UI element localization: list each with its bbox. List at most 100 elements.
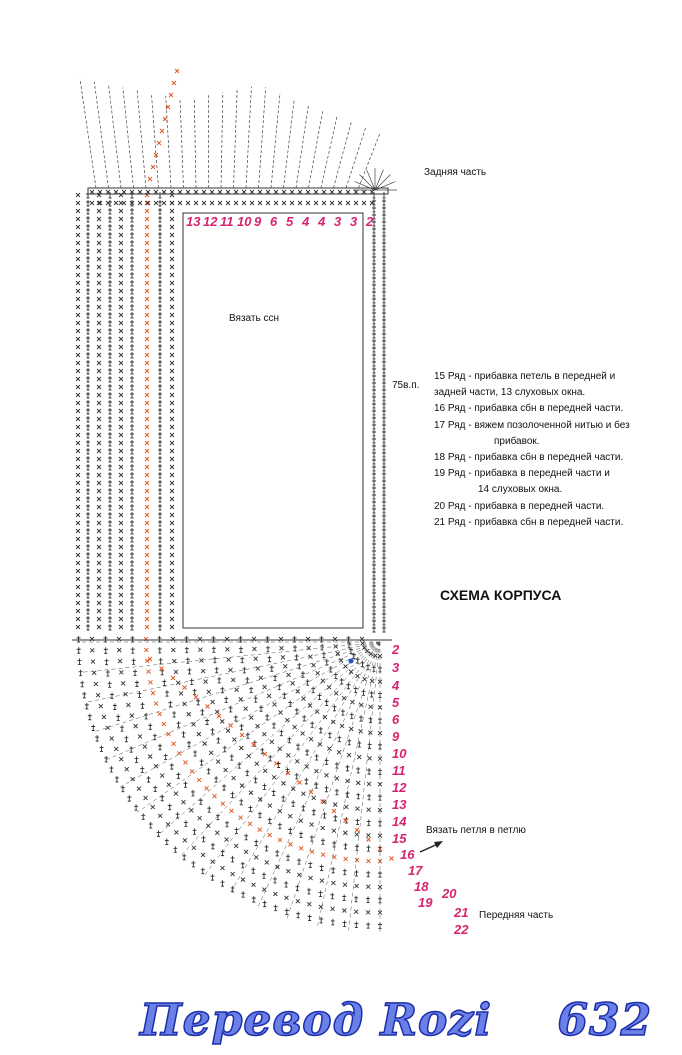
dc-stitch-mark bbox=[103, 647, 108, 654]
dc-stitch-mark bbox=[210, 727, 215, 735]
dc-stitch-mark bbox=[158, 536, 162, 543]
dc-stitch-mark bbox=[99, 745, 104, 753]
sc-stitch-mark bbox=[173, 791, 179, 796]
sc-stitch-mark bbox=[183, 760, 188, 765]
sc-stitch-mark bbox=[204, 785, 209, 791]
sc-stitch-mark bbox=[366, 807, 372, 812]
sc-stitch-mark bbox=[265, 189, 271, 195]
sc-stitch-mark bbox=[289, 200, 295, 206]
dc-stitch-mark bbox=[130, 232, 134, 239]
sc-stitch-mark bbox=[367, 755, 372, 761]
sc-stitch-mark bbox=[144, 464, 150, 470]
top-row-number: 6 bbox=[270, 214, 278, 229]
dc-stitch-mark bbox=[382, 304, 386, 311]
sc-stitch-mark bbox=[118, 248, 124, 254]
sc-stitch-mark bbox=[118, 600, 124, 606]
dc-stitch-mark bbox=[187, 740, 192, 748]
dc-stitch-mark bbox=[158, 576, 162, 583]
dc-stitch-mark bbox=[382, 563, 386, 570]
dc-stitch-mark bbox=[382, 423, 386, 430]
sc-stitch-mark bbox=[345, 189, 351, 195]
dc-stitch-mark bbox=[86, 232, 90, 239]
sc-stitch-mark bbox=[96, 264, 102, 270]
top-fan-row bbox=[345, 127, 367, 189]
sc-stitch-mark bbox=[169, 200, 175, 206]
dc-stitch-mark bbox=[238, 636, 243, 643]
dc-stitch-mark bbox=[215, 813, 220, 821]
dc-stitch-mark bbox=[120, 785, 125, 793]
sc-stitch-mark bbox=[193, 694, 199, 700]
dc-stitch-mark bbox=[108, 224, 112, 231]
sc-stitch-mark bbox=[144, 208, 150, 214]
dc-stitch-mark bbox=[140, 766, 145, 773]
sc-stitch-mark bbox=[96, 232, 102, 238]
sc-stitch-mark bbox=[147, 656, 153, 662]
sc-stitch-mark bbox=[75, 272, 81, 278]
sc-stitch-mark bbox=[118, 336, 124, 342]
dc-stitch-mark bbox=[372, 360, 376, 367]
dc-stitch-mark bbox=[322, 812, 327, 819]
dc-stitch-mark bbox=[130, 376, 134, 383]
sc-stitch-mark bbox=[239, 783, 245, 788]
sc-stitch-mark bbox=[331, 828, 337, 834]
sc-stitch-mark bbox=[343, 830, 348, 836]
side-row-number: 14 bbox=[392, 814, 407, 829]
dc-stitch-mark bbox=[192, 688, 197, 696]
dc-stitch-mark bbox=[267, 655, 272, 663]
dc-stitch-mark bbox=[108, 512, 112, 519]
dc-stitch-mark bbox=[86, 344, 90, 351]
sc-stitch-mark bbox=[118, 272, 124, 278]
sc-stitch-mark bbox=[118, 480, 124, 486]
dc-stitch-mark bbox=[372, 367, 376, 374]
dc-stitch-mark bbox=[347, 738, 352, 746]
dc-stitch-mark bbox=[158, 400, 162, 407]
sc-stitch-mark bbox=[166, 782, 172, 788]
sc-stitch-mark bbox=[331, 719, 336, 725]
dc-stitch-mark bbox=[76, 636, 81, 643]
sc-stitch-mark bbox=[306, 901, 312, 907]
dc-stitch-mark bbox=[334, 788, 339, 796]
dc-stitch-mark bbox=[220, 849, 225, 857]
dc-stitch-mark bbox=[253, 696, 258, 703]
sc-stitch-mark bbox=[348, 726, 354, 732]
dc-stitch-mark bbox=[372, 605, 376, 612]
dc-stitch-mark bbox=[158, 216, 162, 223]
dc-stitch-mark bbox=[284, 881, 289, 888]
sc-stitch-mark bbox=[277, 746, 283, 752]
sc-stitch-mark bbox=[75, 560, 81, 566]
dc-stitch-mark bbox=[108, 320, 112, 327]
dc-stitch-mark bbox=[86, 512, 90, 519]
bottom-fan-spoke bbox=[105, 641, 381, 761]
dc-stitch-mark bbox=[297, 858, 302, 865]
dc-stitch-mark bbox=[86, 304, 90, 311]
dc-stitch-mark bbox=[342, 868, 347, 876]
sc-stitch-mark bbox=[105, 200, 111, 206]
dc-stitch-mark bbox=[291, 800, 296, 807]
dc-stitch-mark bbox=[382, 549, 386, 556]
dc-stitch-mark bbox=[372, 535, 376, 542]
sc-stitch-mark bbox=[178, 691, 184, 696]
sc-stitch-mark bbox=[150, 690, 156, 696]
dc-stitch-mark bbox=[158, 624, 162, 631]
note-line: 17 Ряд - вяжем позолоченной нитью и без bbox=[434, 419, 630, 431]
sc-stitch-mark bbox=[238, 697, 244, 702]
dc-stitch-mark bbox=[158, 496, 162, 503]
sc-stitch-mark bbox=[166, 731, 171, 737]
sc-stitch-mark bbox=[98, 703, 104, 709]
sc-stitch-mark bbox=[311, 795, 317, 801]
sc-stitch-mark bbox=[144, 512, 150, 518]
sc-stitch-mark bbox=[75, 504, 81, 510]
sc-stitch-mark bbox=[345, 200, 351, 206]
sc-stitch-mark bbox=[118, 544, 124, 550]
dc-stitch-mark bbox=[273, 904, 278, 912]
dc-stitch-mark bbox=[287, 736, 292, 744]
sc-stitch-mark bbox=[289, 189, 295, 195]
dc-stitch-mark bbox=[134, 680, 139, 687]
dc-stitch-mark bbox=[211, 646, 216, 653]
sc-stitch-mark bbox=[96, 352, 102, 358]
sc-stitch-mark bbox=[332, 802, 338, 807]
bottom-fan-spoke bbox=[120, 641, 381, 788]
sc-stitch-mark bbox=[118, 264, 124, 270]
dc-stitch-mark bbox=[157, 646, 162, 654]
bottom-fan-spoke bbox=[137, 641, 381, 813]
